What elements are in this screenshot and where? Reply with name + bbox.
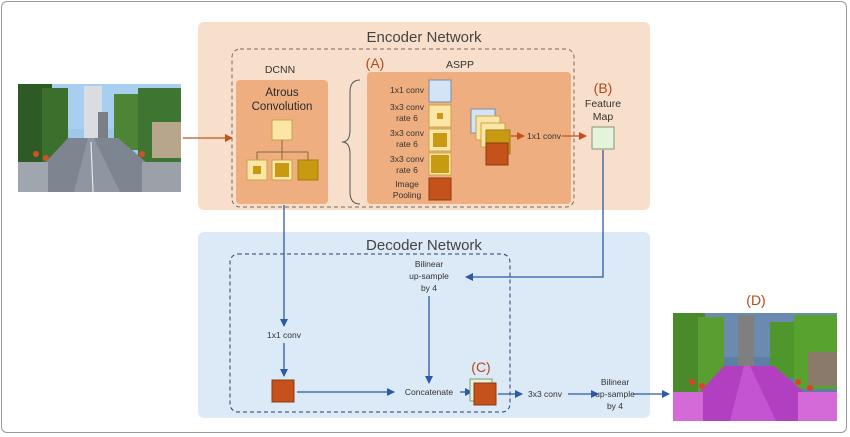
tag-a: (A) — [366, 55, 385, 71]
tag-d: (D) — [746, 292, 765, 308]
decoder-dashed-outline — [229, 253, 511, 413]
aspp-row-2-line2: rate 6 — [396, 113, 418, 123]
aspp-row-3-line1: 3x3 conv — [390, 128, 425, 138]
encoder-dashed-outline — [231, 48, 575, 208]
aspp-row-4-line1: 3x3 conv — [390, 154, 425, 164]
upsample2-line3: by 4 — [607, 401, 623, 411]
feature-map-line2: Map — [593, 111, 614, 123]
decoder-title: Decoder Network — [366, 237, 482, 254]
decoder-panel — [198, 232, 650, 418]
tag-b: (B) — [594, 80, 613, 96]
aspp-stack-square — [485, 142, 509, 166]
aspp-bracket — [341, 79, 361, 205]
atrous-label-line1: Atrous — [265, 87, 298, 99]
input-street-image — [18, 84, 181, 193]
aspp-row-3-line2: rate 6 — [396, 139, 418, 149]
dcnn-label: DCNN — [265, 64, 295, 76]
upsample1-line2: up-sample — [409, 271, 449, 281]
atrous-kernel-core — [253, 166, 261, 174]
atrous-label-line2: Convolution — [252, 101, 313, 113]
encoder-title: Encoder Network — [366, 29, 482, 46]
aspp-rate12-core — [433, 133, 447, 147]
atrous-kernel-square — [297, 159, 319, 181]
upsample2-line1: Bilinear — [601, 377, 630, 387]
aspp-block — [367, 72, 571, 204]
atrous-kernel-core — [275, 163, 289, 177]
atrous-top-square — [271, 119, 293, 141]
aspp-pooling-square — [428, 177, 452, 201]
feature-to-upsample-arrow — [465, 150, 604, 281]
aspp-row-1-line1: 1x1 conv — [390, 85, 425, 95]
low-level-feature-square — [271, 379, 295, 403]
feature-map-square — [591, 126, 615, 150]
output-segmentation-image — [673, 313, 837, 421]
upsample1-line1: Bilinear — [415, 259, 444, 269]
upsample2-line2: up-sample — [595, 389, 635, 399]
aspp-out-conv-label: 1x1 conv — [527, 131, 562, 141]
aspp-row-5-line1: Image — [395, 179, 419, 189]
aspp-row-5-line2: Pooling — [393, 190, 422, 200]
low-conv-label: 1x1 conv — [267, 330, 302, 340]
concat-front-square — [473, 382, 497, 406]
conv3-label: 3x3 conv — [528, 389, 563, 399]
aspp-row-2-line1: 3x3 conv — [390, 102, 425, 112]
upsample1-line3: by 4 — [421, 283, 437, 293]
aspp-row-4-line2: rate 6 — [396, 165, 418, 175]
feature-map-line1: Feature — [585, 98, 621, 110]
aspp-1x1-square — [428, 79, 452, 103]
aspp-rate6-core — [437, 113, 443, 119]
concat-label: Concatenate — [405, 387, 453, 397]
aspp-label: ASPP — [446, 59, 474, 71]
aspp-rate18-core — [431, 155, 449, 173]
tag-c: (C) — [471, 359, 490, 375]
